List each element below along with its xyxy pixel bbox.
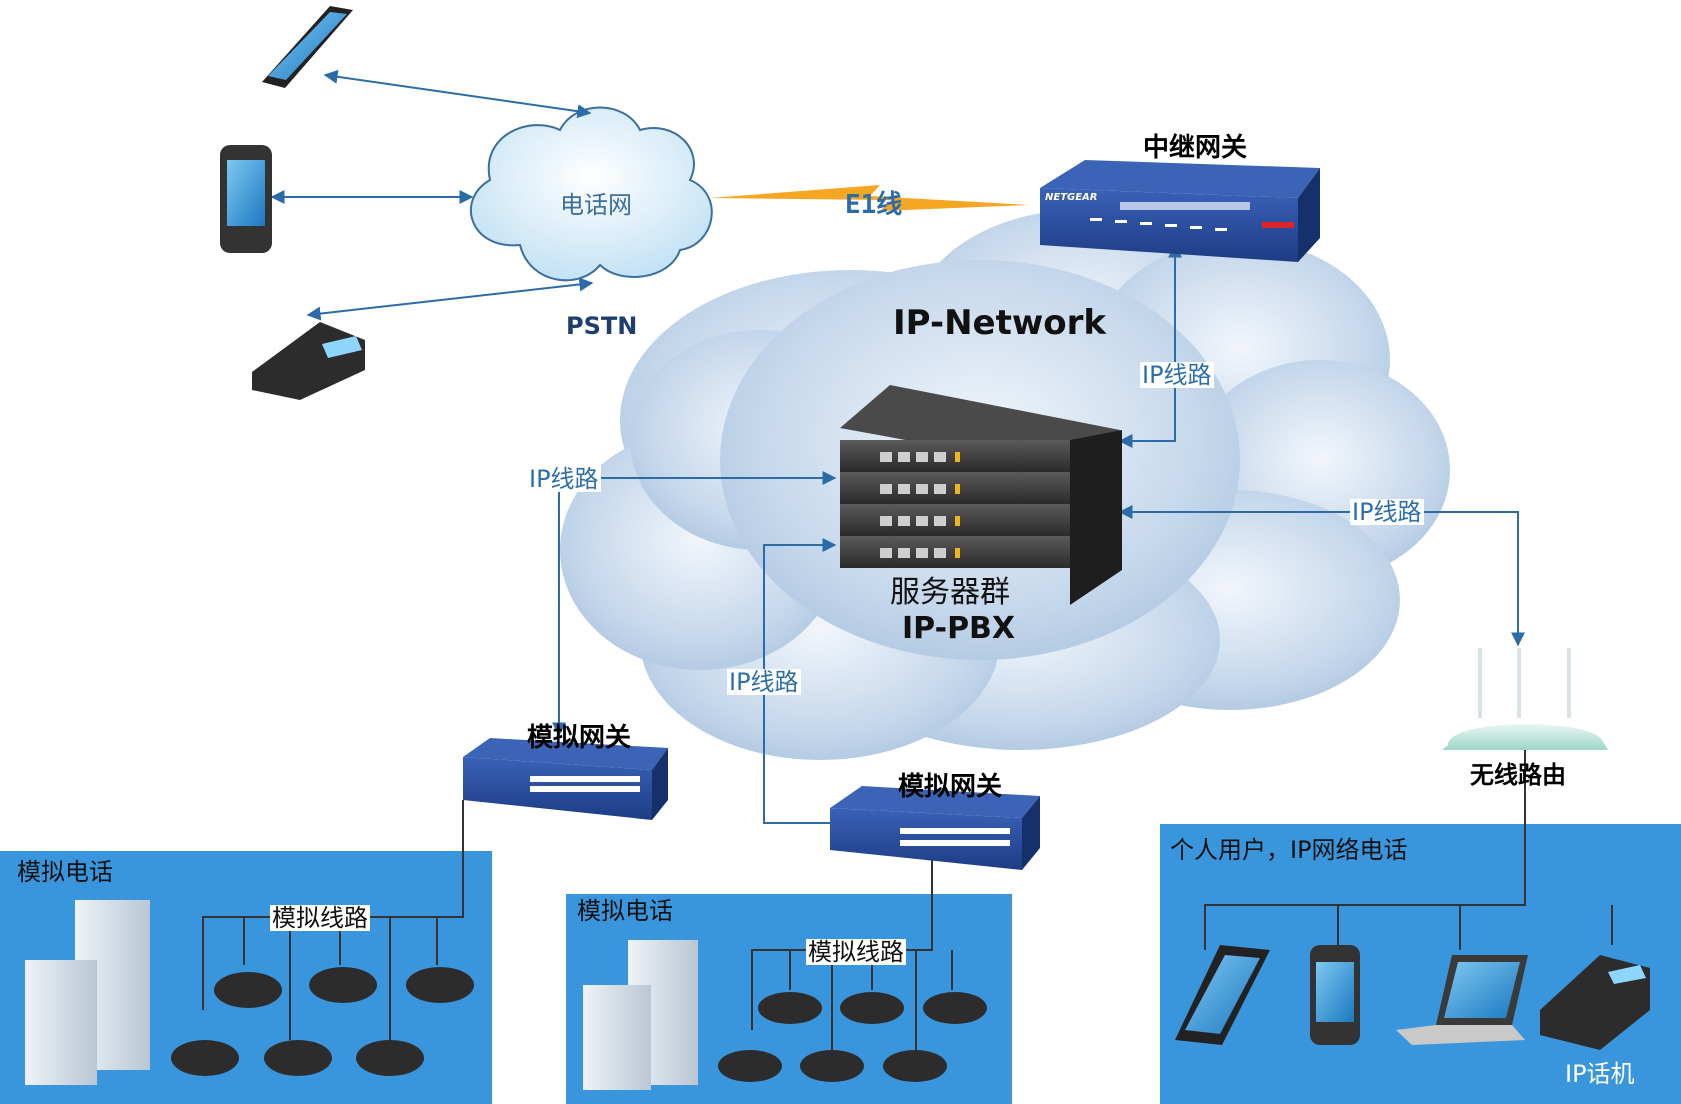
server-subtitle: IP-PBX — [902, 611, 1016, 646]
analog-gateway-left-title: 模拟网关 — [527, 723, 632, 753]
desk-phone-icon — [252, 322, 365, 400]
analog-gateway-left-device — [463, 738, 668, 820]
ip-desk-phone-icon — [1540, 955, 1650, 1050]
pstn-cloud-label: 电话网 — [560, 191, 632, 219]
server-title: 服务器群 — [890, 575, 1010, 610]
trunk-gateway-title: 中继网关 — [1143, 133, 1248, 163]
analog-desk-phones — [171, 967, 987, 1082]
ip-network-title: IP-Network — [893, 303, 1106, 343]
personal-smartphone-icon — [1175, 945, 1270, 1045]
ip-phone-caption: IP话机 — [1565, 1060, 1635, 1088]
trunk-gateway-device: NETGEAR — [1040, 160, 1320, 262]
trunk-gateway-brand: NETGEAR — [1045, 192, 1098, 203]
ip-line-label-trunk: IP线路 — [1140, 361, 1214, 389]
personal-mobile-phone-icon — [1310, 945, 1360, 1045]
pstn-caption: PSTN — [566, 312, 638, 340]
wireless-router-device — [1442, 648, 1608, 750]
wireless-router-title: 无线路由 — [1470, 760, 1566, 789]
analog-gateway-middle-device — [830, 786, 1040, 870]
analog-line-label-left: 模拟线路 — [270, 904, 370, 932]
e1-line-bolt — [710, 185, 1030, 211]
ip-line-label-right: IP线路 — [1350, 498, 1424, 526]
server-stack — [840, 385, 1122, 605]
smartphone-icon — [262, 6, 353, 88]
laptop-icon — [1396, 955, 1528, 1045]
building-icon-left — [25, 900, 150, 1085]
mobile-phone-icon — [220, 145, 272, 253]
ip-line-label-left: IP线路 — [527, 465, 601, 493]
building-icon-middle — [583, 940, 698, 1090]
pstn-links — [270, 69, 594, 321]
drop-lines — [202, 750, 1613, 1050]
ip-line-label-middle: IP线路 — [727, 668, 801, 696]
e1-line-label: E1线 — [845, 190, 903, 220]
pstn-cloud — [470, 106, 713, 282]
analog-gateway-middle-title: 模拟网关 — [898, 772, 1003, 802]
personal-area-title: 个人用户，IP网络电话 — [1170, 836, 1408, 864]
analog-area-left-title: 模拟电话 — [17, 858, 113, 886]
analog-area-middle-title: 模拟电话 — [577, 897, 673, 925]
analog-line-label-middle: 模拟线路 — [806, 938, 906, 966]
